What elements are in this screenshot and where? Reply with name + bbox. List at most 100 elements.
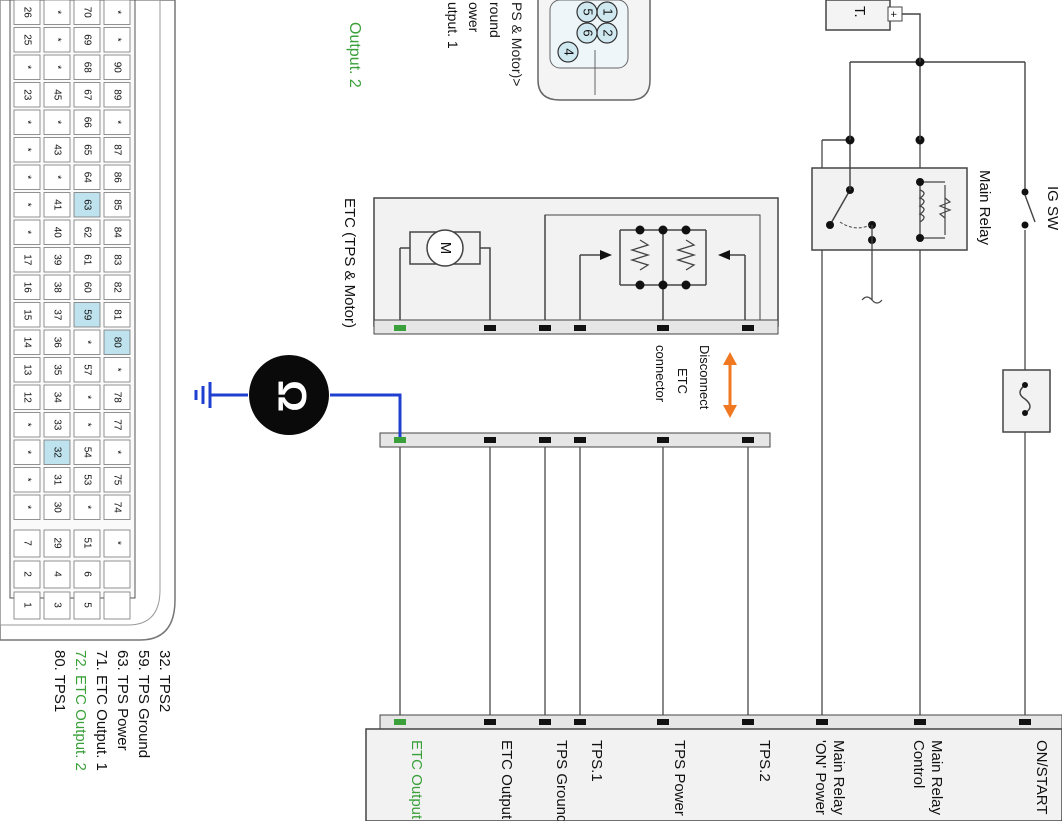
connector-pin-number: 60: [81, 282, 92, 294]
connector-pin-number: 90: [111, 62, 122, 74]
connector-pin-cell: [13, 54, 41, 80]
connector-pin-cell: [43, 384, 71, 410]
relay-switch-contact: [829, 189, 851, 226]
connector-pin-cell: [13, 0, 41, 25]
connector-pin-cell: [103, 247, 131, 273]
ecm-terminal: [742, 719, 754, 725]
connector-pin-number: 64: [81, 172, 92, 184]
etc-connector-pin: [557, 41, 579, 63]
ohmmeter-icon: [249, 355, 329, 435]
etc-connector-title: PS & Motor)>: [509, 2, 525, 86]
ecm-pin-label: ON/START: [1033, 740, 1050, 814]
ecm-terminal: [394, 719, 406, 725]
connector-pin-cell: [43, 591, 71, 620]
connector-pin-cell: [13, 137, 41, 163]
connector-pin-number: *: [21, 505, 32, 509]
connector-pin-number: 17: [21, 254, 32, 266]
disconnect-line3: connector: [653, 345, 668, 403]
connector-pin-cell: [103, 192, 131, 218]
connector-pin-number: 82: [111, 282, 122, 294]
connector-pin-number: 38: [51, 282, 62, 294]
connector-pin-cell: [103, 0, 131, 25]
motor-symbol: M: [399, 229, 491, 320]
connector-pin-number: *: [81, 505, 92, 509]
connector-pin-number: 51: [81, 537, 92, 549]
connector-pin-number: 1: [21, 602, 32, 608]
connector-pin-number: 14: [21, 337, 32, 349]
connector-pin-cell: [73, 164, 101, 190]
connector-pin-number: *: [81, 340, 92, 344]
connector-pin-cell: [43, 137, 71, 163]
connector-pin-cell: [43, 329, 71, 355]
connector-pin-cell: [73, 467, 101, 493]
connector-pin-number: 83: [111, 254, 122, 266]
connector-pin-number: 87: [111, 144, 122, 156]
connector-pin-number: *: [51, 65, 62, 69]
connector-pin-number: 81: [111, 309, 122, 321]
ecm-pin-label: TPS.2: [756, 740, 773, 782]
connector-pin-cell: [13, 82, 41, 108]
connector-pin-cell: [103, 591, 131, 620]
connector-pin-cell: [13, 164, 41, 190]
connector-pin-cell: [13, 357, 41, 383]
connector-pin-cell: [43, 27, 71, 53]
connector-pin-cell: [103, 109, 131, 135]
etc-terminal: [539, 325, 551, 331]
harness-terminal: [539, 437, 551, 443]
connector-pin-cell: [73, 357, 101, 383]
connector-pin-number: 89: [111, 89, 122, 101]
ohmmeter-probe: Ω: [194, 355, 402, 437]
connector-pin-number: 70: [81, 7, 92, 19]
connector-pin-cell: [13, 274, 41, 300]
connector-pin-number: 32: [51, 447, 62, 459]
disconnect-line2: ETC: [675, 368, 690, 394]
connector-pin-cell: [13, 27, 41, 53]
battery-label: T.: [851, 6, 868, 18]
ohm-symbol: Ω: [269, 380, 313, 412]
connector-pin-cell: [73, 591, 101, 620]
connector-pin-number: *: [111, 120, 122, 124]
connector-pin-number: *: [111, 368, 122, 372]
ig-switch-contact: [1024, 194, 1036, 223]
connector-pin-number: *: [51, 175, 62, 179]
connector-pin-number: *: [81, 423, 92, 427]
motor-label: M: [437, 242, 454, 255]
connector-pin-cell: [13, 219, 41, 245]
etc-connector-pin-number: 4: [562, 48, 577, 55]
battery-plus-icon: +: [887, 11, 899, 17]
connector-pin-cell: [103, 329, 131, 355]
etc-terminal: [742, 325, 754, 331]
connector-pin-number: 16: [21, 282, 32, 294]
etc-terminal: [657, 325, 669, 331]
battery: T. +: [825, 0, 903, 31]
etc-connector-pin-number: 2: [601, 29, 616, 36]
pin-legend-item: 32. TPS2: [156, 650, 173, 712]
connector-pin-number: 74: [111, 502, 122, 514]
connector-pin-cell: [13, 439, 41, 465]
etc-terminal: [394, 325, 406, 331]
ecm-box: [365, 728, 1062, 822]
connector-pin-cell: [103, 274, 131, 300]
etc-terminal: [484, 325, 496, 331]
connector-pin-cell: [73, 302, 101, 328]
connector-pin-number: *: [21, 423, 32, 427]
etc-block-title: ETC (TPS & Motor): [341, 198, 358, 328]
connector-pin-cell: [73, 0, 101, 25]
ecm-pin-label: Control: [910, 740, 927, 788]
connector-pin-number: 45: [51, 89, 62, 101]
connector-pin-number: *: [21, 148, 32, 152]
harness-terminal: [657, 437, 669, 443]
tps-sensor-symbol: [544, 214, 761, 321]
ecm-connector-face: 2625*23*****171615141312*******45*43*414…: [0, 0, 176, 641]
connector-pin-cell: [13, 560, 41, 589]
connector-pin-number: 31: [51, 474, 62, 486]
etc-connector-pin-number: 6: [581, 29, 596, 36]
connector-inner-outline: [0, 0, 161, 626]
connector-pin-cell: [43, 0, 71, 25]
connector-pin-cell: [103, 439, 131, 465]
connector-pin-number: 35: [51, 364, 62, 376]
connector-pin-cell: [73, 247, 101, 273]
